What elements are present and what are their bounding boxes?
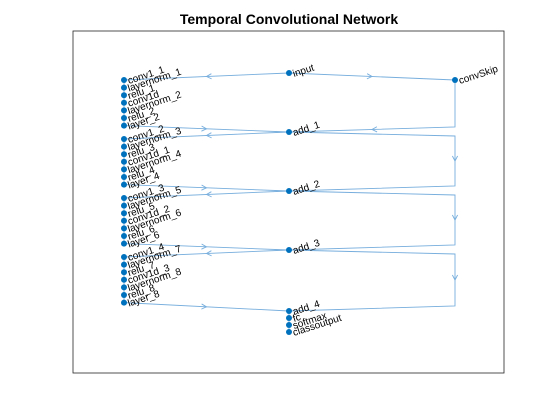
node-conv1d[interactable] [121,99,127,106]
node-convSkip[interactable] [452,77,458,83]
node-relu_1[interactable] [121,92,127,99]
node-conv1_4[interactable] [121,254,127,260]
edge-add_3-to-add_4-arrow [452,274,458,281]
node-fc[interactable] [286,315,292,321]
node-conv1_2[interactable] [121,136,127,142]
node-conv1_3[interactable] [121,195,127,201]
node-layer_2[interactable] [121,122,127,129]
edge-input-to-conv1_1-arrow [205,73,212,80]
node-layer_4[interactable] [121,181,127,188]
nodes-layer [121,70,458,335]
edge-convSkip-to-add_1 [288,80,456,133]
node-add_3[interactable] [286,247,292,253]
figure-title: Temporal Convolutional Network [180,11,399,27]
node-layernorm_8[interactable] [121,284,127,291]
node-layernorm_7[interactable] [121,261,127,268]
edge-add_2-to-conv1_3-arrow [205,191,212,198]
node-layernorm_4[interactable] [121,166,127,173]
node-layernorm_2[interactable] [121,107,127,114]
edge-add_1-to-add_2-arrow [452,155,458,162]
node-layer_6[interactable] [121,240,127,247]
edge-layer_8-to-add_4-arrow [201,303,208,310]
edge-add_3-to-conv1_4-arrow [205,250,212,257]
node-relu_3[interactable] [121,151,127,158]
node-conv1d_1[interactable] [121,158,127,165]
node-relu_5[interactable] [121,210,127,217]
edge-convSkip-to-add_1-arrow [371,126,378,133]
node-relu_4[interactable] [121,174,127,180]
edge-input-to-convSkip-arrow [366,73,373,80]
node-softmax[interactable] [286,322,292,328]
node-add_2[interactable] [286,188,292,194]
node-add_1[interactable] [286,129,292,135]
node-label-fc: fc [292,312,303,325]
node-conv1d_2[interactable] [121,217,127,224]
node-layernorm_1[interactable] [121,84,127,91]
node-conv1_1[interactable] [121,77,127,83]
node-conv1d_3[interactable] [121,276,127,283]
node-relu_7[interactable] [121,269,127,276]
node-relu_6[interactable] [121,233,127,239]
edge-add_2-to-add_3-arrow [452,214,458,221]
node-layernorm_6[interactable] [121,225,127,232]
edge-layer_6-to-add_3-arrow [201,243,208,250]
node-layernorm_3[interactable] [121,143,127,150]
edge-layer_2-to-add_1-arrow [201,125,208,132]
edge-add_1-to-conv1_2-arrow [205,132,212,139]
node-layer_8[interactable] [121,299,127,306]
edge-layer_4-to-add_2-arrow [201,184,208,191]
node-add_4[interactable] [286,308,292,314]
node-classoutput[interactable] [286,329,292,335]
node-relu_2[interactable] [121,115,127,121]
node-relu_8[interactable] [121,292,127,298]
node-input[interactable] [286,70,292,76]
node-layernorm_5[interactable] [121,202,127,209]
